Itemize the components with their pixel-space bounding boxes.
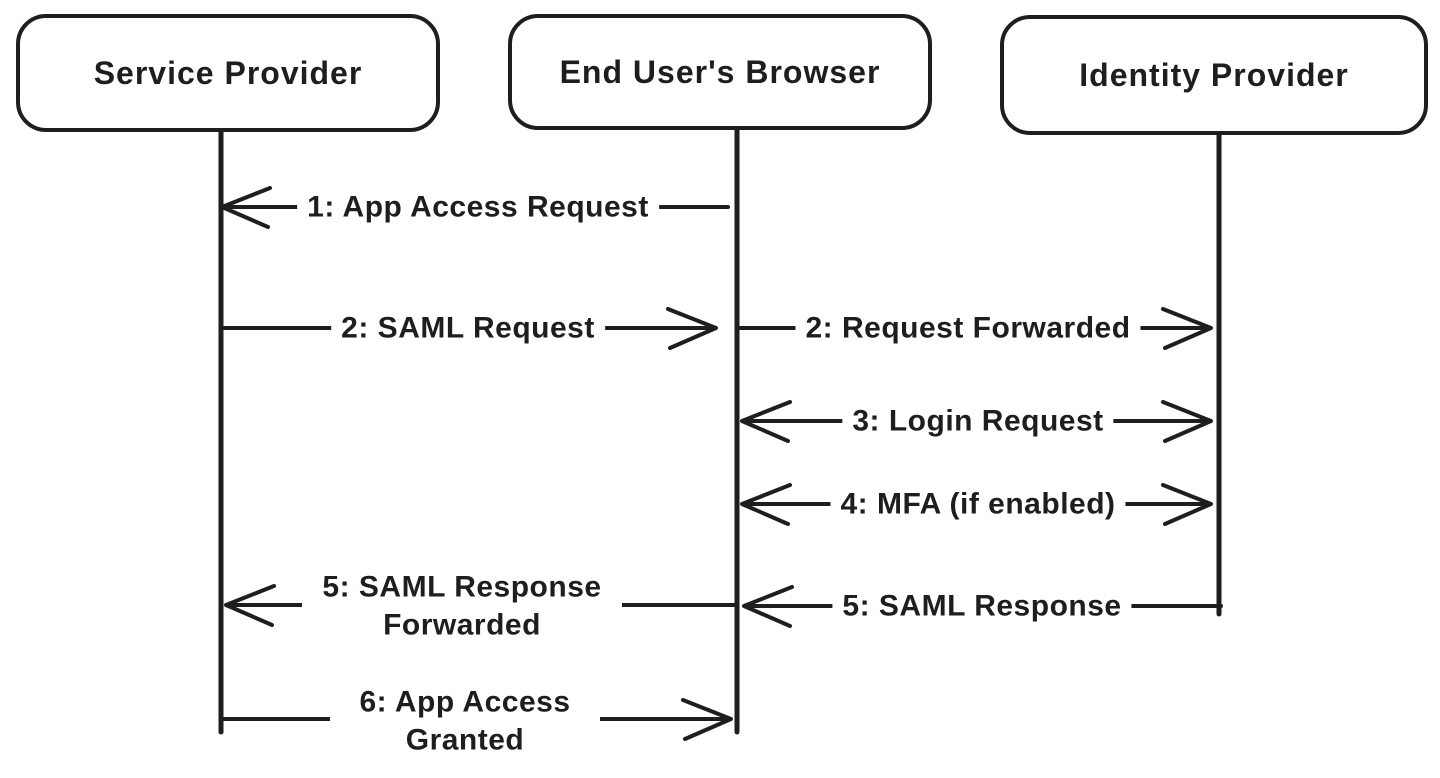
actor-box-end-users-browser: End User's Browser bbox=[508, 14, 932, 130]
arrowhead-left-icon bbox=[224, 584, 276, 627]
message-label-saml-response-forwarded: 5: SAML Response Forwarded bbox=[302, 566, 622, 646]
message-label-app-access-request: 1: App Access Request bbox=[297, 186, 659, 228]
message-label-login-request: 3: Login Request bbox=[842, 400, 1114, 442]
message-label-mfa: 4: MFA (if enabled) bbox=[830, 483, 1126, 525]
actor-box-identity-provider: Identity Provider bbox=[1000, 15, 1428, 135]
actor-label-service-provider: Service Provider bbox=[93, 54, 363, 91]
arrowhead-right-icon bbox=[681, 698, 733, 741]
actor-label-identity-provider: Identity Provider bbox=[1079, 56, 1349, 93]
arrowhead-right-icon bbox=[1161, 483, 1213, 526]
arrowhead-right-icon bbox=[666, 307, 718, 350]
message-label-saml-response: 5: SAML Response bbox=[832, 585, 1132, 627]
arrowhead-left-icon bbox=[742, 585, 794, 628]
arrowhead-right-icon bbox=[1161, 400, 1213, 443]
arrowhead-left-icon bbox=[740, 400, 792, 443]
arrowhead-left-icon bbox=[740, 483, 792, 526]
message-label-saml-request: 2: SAML Request bbox=[331, 307, 605, 349]
message-label-app-access-granted: 6: App Access Granted bbox=[330, 681, 600, 761]
arrowhead-left-icon bbox=[220, 186, 272, 229]
actor-box-service-provider: Service Provider bbox=[16, 14, 440, 132]
message-label-request-forwarded: 2: Request Forwarded bbox=[795, 307, 1141, 349]
arrowhead-right-icon bbox=[1161, 307, 1213, 350]
actor-label-end-users-browser: End User's Browser bbox=[559, 53, 881, 90]
